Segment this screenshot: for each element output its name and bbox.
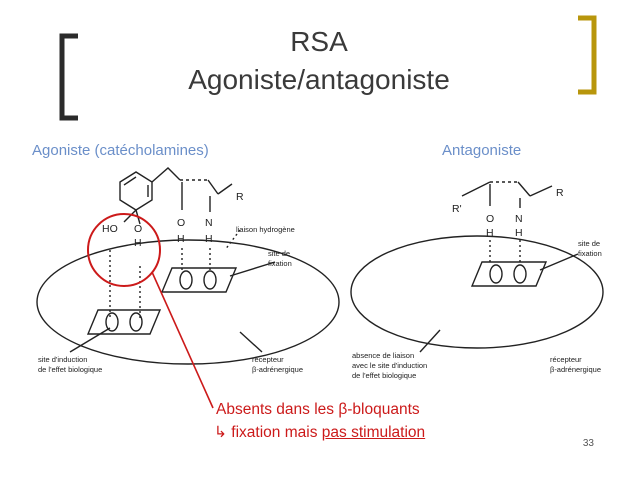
antagonist-label: Antagoniste <box>442 142 522 159</box>
hbond-label: liaison hydrogène <box>236 225 295 234</box>
antagonist-fixation-box <box>470 261 548 287</box>
right-bracket <box>578 15 597 95</box>
r-prime-label: R' <box>452 203 462 215</box>
benzene-ring <box>119 171 153 211</box>
agonist-figure <box>36 167 340 365</box>
highlight-pointer <box>151 271 214 409</box>
r-label: R <box>236 191 244 203</box>
o2-label: O <box>177 217 185 229</box>
receptor-label-2: β-adrénergique <box>252 365 303 374</box>
fixation-site-box <box>160 267 238 293</box>
antagonist-receptor-ellipse <box>350 235 604 349</box>
n-right-label: N <box>515 213 523 225</box>
h-right-label-1: H <box>486 227 494 239</box>
receptor-right-2: β-adrénergique <box>550 365 601 374</box>
highlight-circle <box>87 213 161 287</box>
antagonist-figure <box>350 181 604 353</box>
agonist-receptor-ellipse <box>36 239 340 365</box>
o-right-label: O <box>486 213 494 225</box>
n-label: N <box>205 217 213 229</box>
h-right-label-2: H <box>515 227 523 239</box>
receptor-label-1: récepteur <box>252 355 284 364</box>
annotation-text-2a: fixation mais <box>227 424 322 441</box>
h1-label: H <box>134 237 142 249</box>
annotation-text-2b: pas stimulation <box>321 424 426 441</box>
ho-label: HO <box>102 223 118 235</box>
absence-label-1: absence de liaison <box>352 351 414 360</box>
receptor-right-1: récepteur <box>550 355 582 364</box>
o1-label: O <box>134 223 142 235</box>
annotation-line1: Absents dans les β-bloquants <box>216 400 420 420</box>
agonist-label: Agoniste (catécholamines) <box>32 142 209 159</box>
slide-title-line1: RSA <box>290 26 348 57</box>
slide-title-line2: Agoniste/antagoniste <box>188 64 450 95</box>
h2-label: H <box>177 233 185 245</box>
site-fixation-label-1: site de <box>268 249 290 258</box>
site-fixation-right-1: site de <box>578 239 600 248</box>
absence-label-2: avec le site d'induction <box>352 361 427 370</box>
induction-label-1: site d'induction <box>38 355 87 364</box>
induction-site-box <box>86 309 162 335</box>
r-right-label: R <box>556 187 564 199</box>
site-fixation-right-2: fixation <box>578 249 602 258</box>
absence-label-3: de l'effet biologique <box>352 371 416 380</box>
left-bracket <box>59 33 78 121</box>
hook-arrow-icon: ↳ <box>214 424 227 441</box>
annotation-line2: ↳ fixation mais pas stimulation <box>214 423 425 443</box>
h3-label: H <box>205 233 213 245</box>
induction-label-2: de l'effet biologique <box>38 365 102 374</box>
page-number: 33 <box>582 438 594 449</box>
site-fixation-label-2: fixation <box>268 259 292 268</box>
annotation-text-1: Absents dans les β-bloquants <box>216 401 420 418</box>
